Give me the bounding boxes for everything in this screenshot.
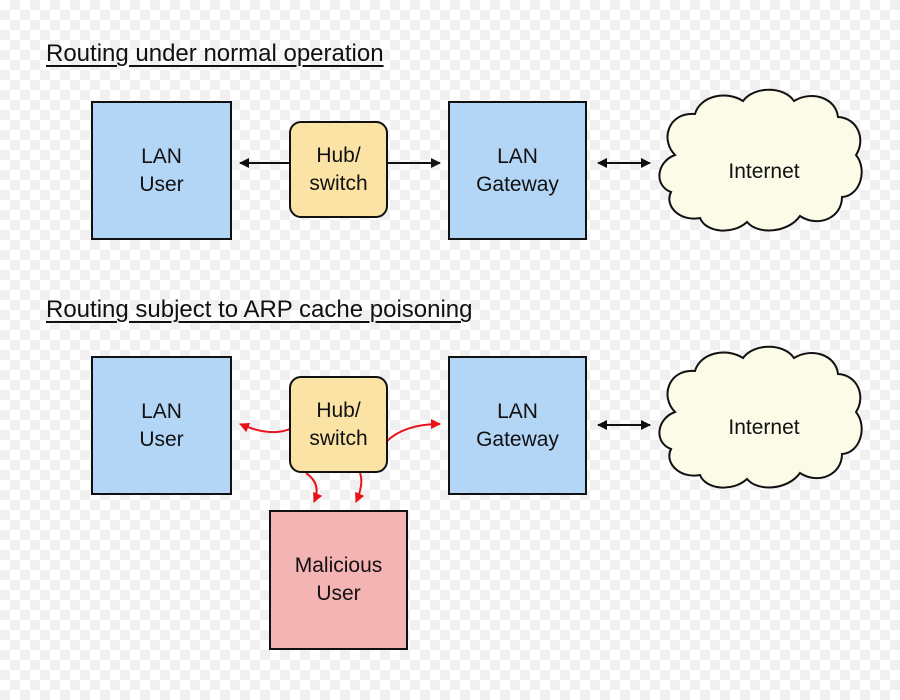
section-heading-poisoning: Routing subject to ARP cache poisoning bbox=[46, 296, 473, 323]
section-heading-normal: Routing under normal operation bbox=[46, 40, 384, 67]
internet-cloud-icon-2 bbox=[658, 345, 863, 489]
lan-user-box: LAN User bbox=[91, 101, 232, 240]
hub-switch-box: Hub/ switch bbox=[289, 121, 388, 218]
poison-arrow-to-user bbox=[239, 423, 293, 434]
poison-arrow-to-malicious-left bbox=[305, 472, 323, 503]
poison-arrow-to-gateway bbox=[385, 419, 441, 443]
lan-gateway-box: LAN Gateway bbox=[448, 101, 587, 240]
malicious-user-box: Malicious User bbox=[269, 510, 408, 650]
hub-switch-box-2: Hub/ switch bbox=[289, 376, 388, 473]
internet-cloud-icon bbox=[658, 88, 863, 232]
lan-user-box-2: LAN User bbox=[91, 356, 232, 495]
lan-gateway-box-2: LAN Gateway bbox=[448, 356, 587, 495]
internet-label: Internet bbox=[728, 160, 800, 183]
internet-label-2: Internet bbox=[728, 416, 800, 439]
poison-arrow-to-malicious-right bbox=[355, 472, 365, 503]
